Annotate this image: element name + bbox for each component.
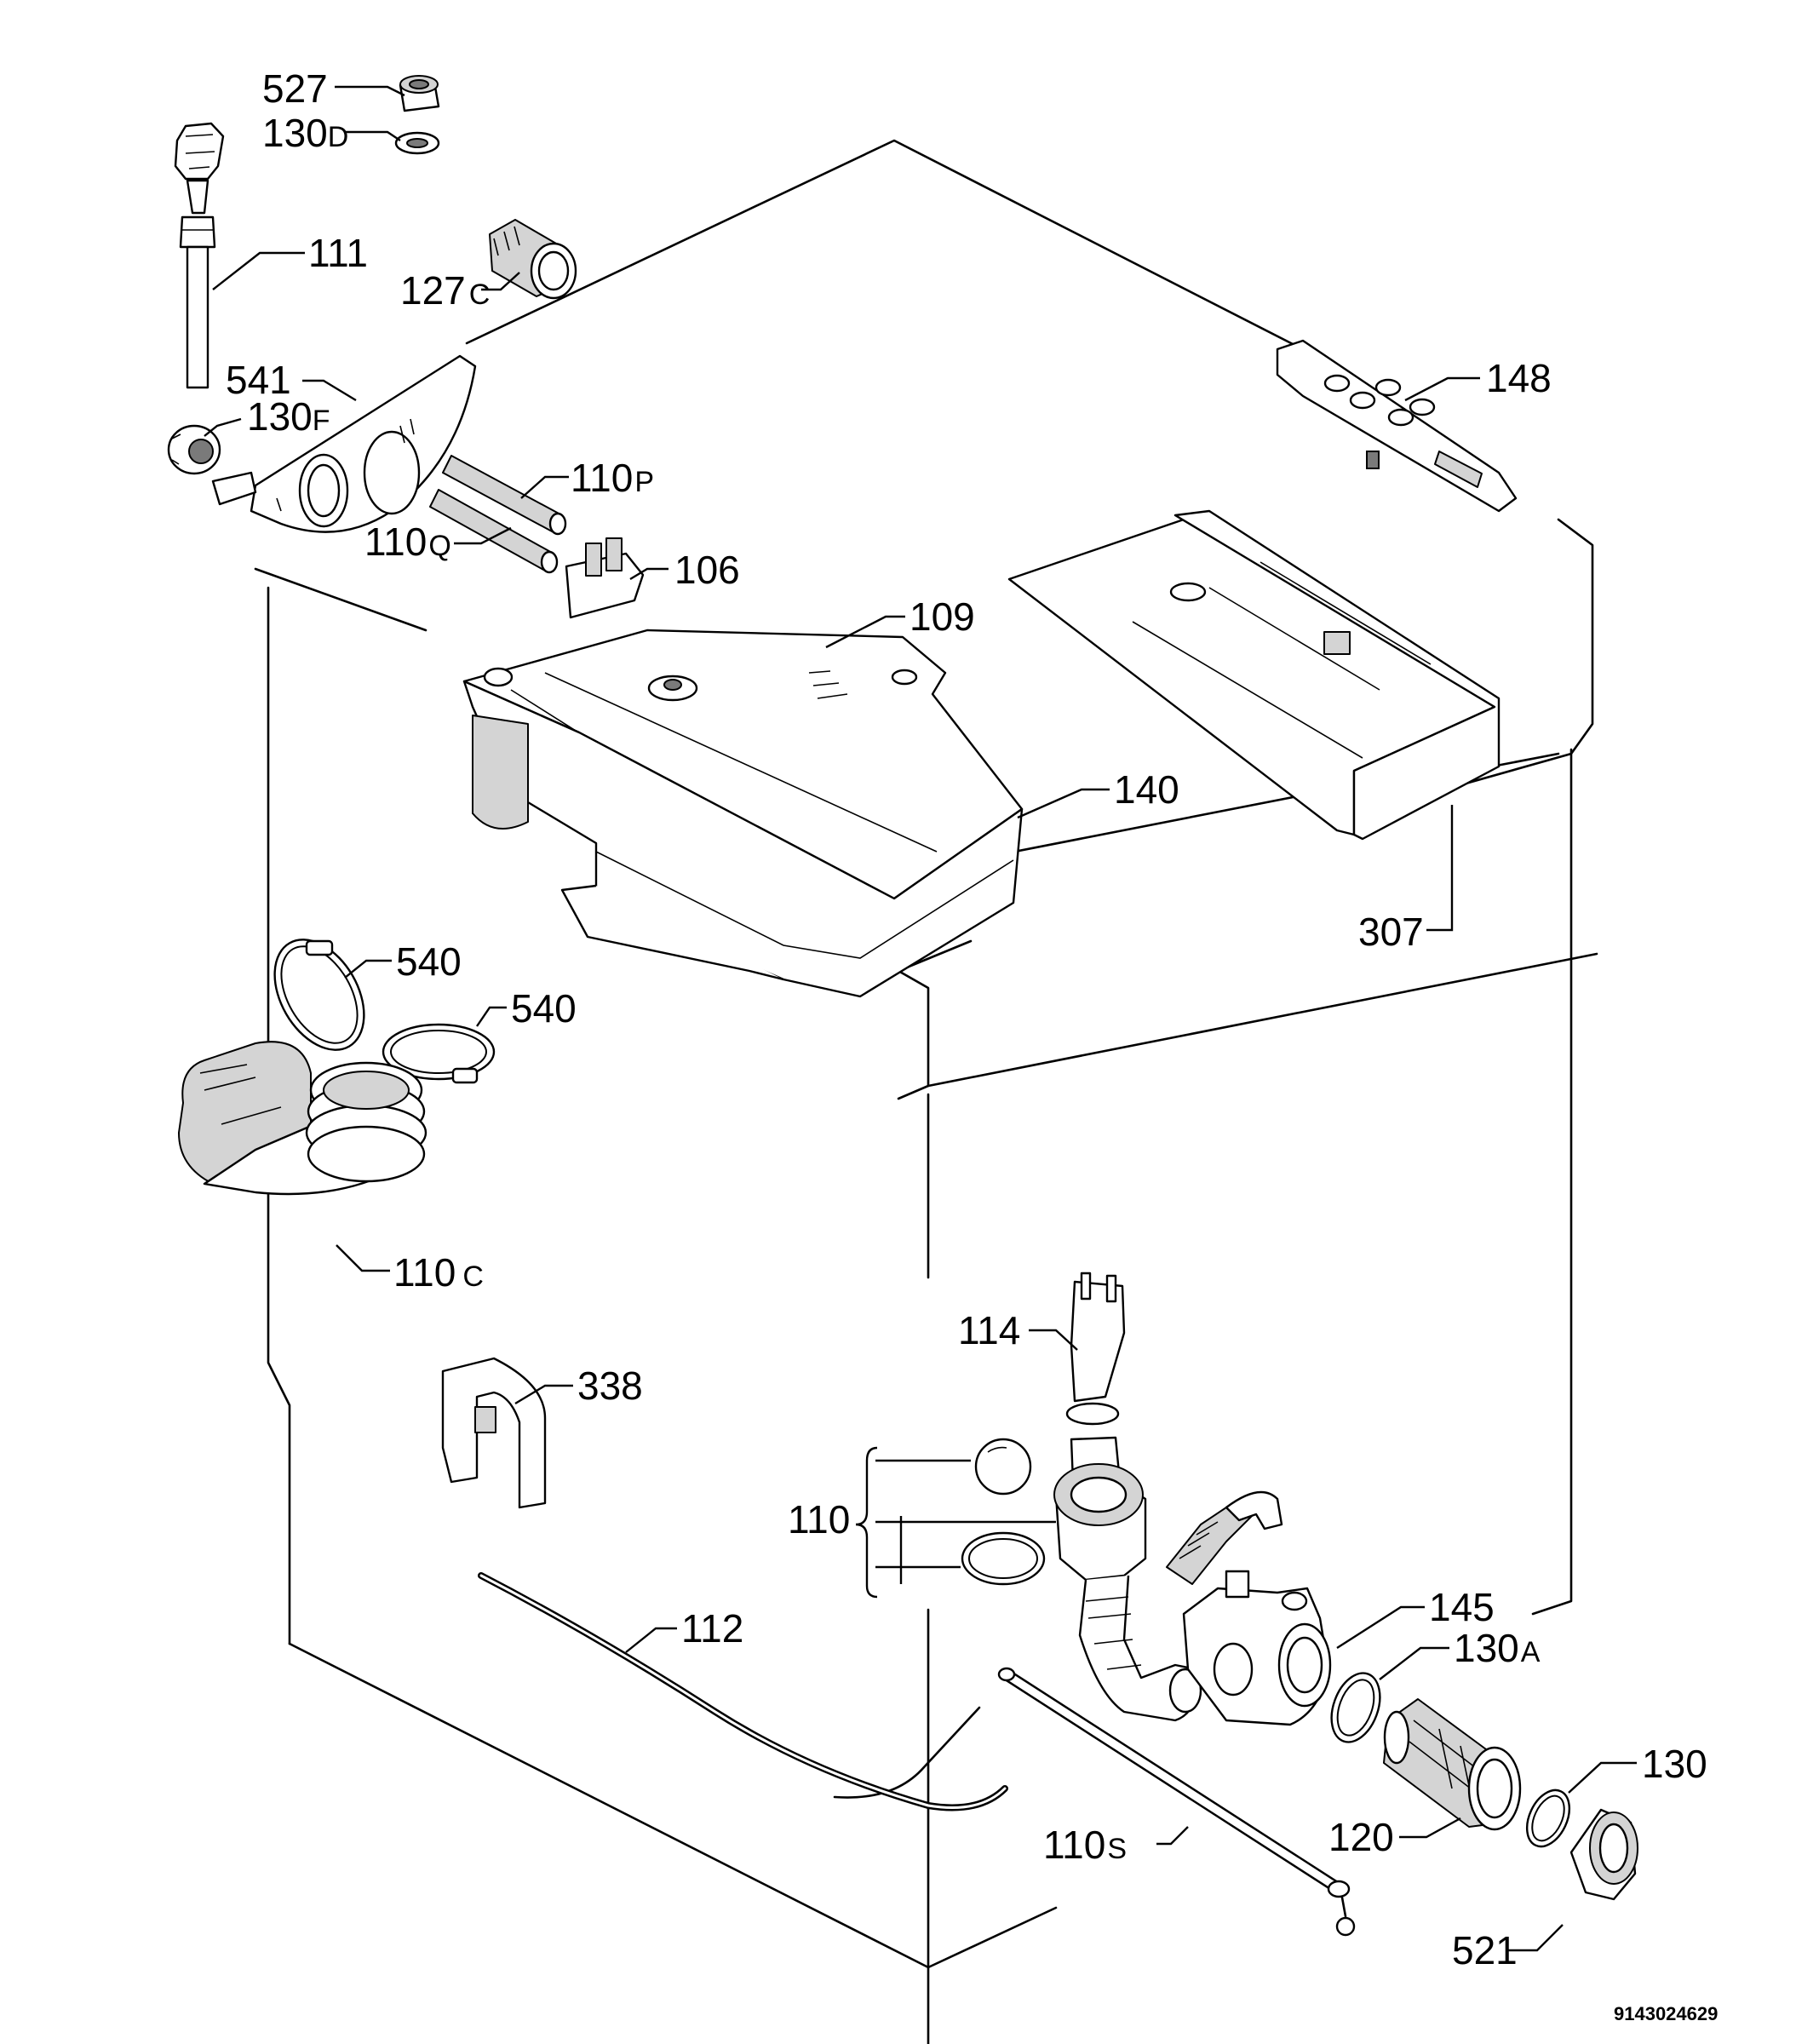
part-110-ball bbox=[974, 1438, 1032, 1496]
label-130: 130 bbox=[1642, 1742, 1707, 1786]
label-110p: 110P bbox=[571, 456, 654, 500]
part-110p-tube bbox=[442, 455, 567, 536]
label-110q: 110Q bbox=[364, 520, 451, 564]
part-106-connector bbox=[565, 537, 645, 619]
part-145-pump-housing bbox=[1182, 1570, 1332, 1726]
label-120: 120 bbox=[1328, 1815, 1394, 1859]
part-112-cable bbox=[478, 1572, 1008, 1811]
label-106: 106 bbox=[674, 548, 740, 592]
part-540-clamp-upper bbox=[273, 939, 365, 1051]
part-521-cap bbox=[1569, 1808, 1638, 1901]
part-130d-washer bbox=[394, 131, 440, 155]
label-521: 521 bbox=[1452, 1928, 1518, 1972]
label-110: 110 bbox=[788, 1497, 850, 1542]
label-338: 338 bbox=[577, 1364, 643, 1408]
part-148-panel bbox=[1276, 339, 1518, 513]
part-114-sensor bbox=[1065, 1272, 1126, 1426]
label-114: 114 bbox=[958, 1308, 1020, 1352]
part-140-housing bbox=[462, 667, 1024, 998]
part-338-clip bbox=[441, 1357, 547, 1509]
part-130a-seal-ring bbox=[1330, 1672, 1381, 1743]
label-130d: 130D bbox=[262, 111, 348, 155]
part-540-clamp-lower bbox=[382, 1023, 496, 1084]
label-111: 111 bbox=[308, 231, 368, 275]
label-130a: 130A bbox=[1454, 1626, 1541, 1670]
label-145: 145 bbox=[1429, 1585, 1495, 1629]
label-109: 109 bbox=[910, 594, 975, 639]
part-110-chamber bbox=[1053, 1436, 1202, 1722]
part-130f-nut bbox=[167, 424, 221, 475]
brace-110 bbox=[855, 1446, 878, 1599]
label-148: 148 bbox=[1486, 356, 1552, 400]
part-120-filter bbox=[1383, 1698, 1522, 1831]
label-130f: 130F bbox=[247, 394, 330, 439]
document-number: 9143024629 bbox=[1614, 2003, 1718, 2024]
part-110-ring bbox=[961, 1531, 1046, 1586]
label-110s: 110S bbox=[1043, 1823, 1127, 1867]
label-112: 112 bbox=[681, 1606, 743, 1651]
part-109-lid bbox=[462, 629, 1024, 900]
label-540-lower: 540 bbox=[511, 986, 577, 1031]
part-307-drawer bbox=[1007, 509, 1501, 841]
part-110s-rod bbox=[997, 1667, 1356, 1937]
label-307: 307 bbox=[1358, 910, 1424, 954]
part-111-inlet-hose bbox=[174, 122, 225, 389]
part-527-cap bbox=[399, 75, 440, 112]
leader-lines bbox=[204, 85, 1637, 1952]
part-110q-tube bbox=[429, 489, 559, 574]
part-pump-hose bbox=[1166, 1490, 1283, 1585]
label-540-upper: 540 bbox=[396, 939, 462, 984]
part-541-bracket bbox=[211, 354, 477, 533]
label-140: 140 bbox=[1114, 767, 1179, 812]
label-541: 541 bbox=[226, 358, 291, 402]
label-527: 527 bbox=[262, 66, 328, 111]
part-110c-bellows bbox=[178, 1041, 427, 1196]
part-130-seal-ring bbox=[1525, 1788, 1571, 1848]
part-127c-valve bbox=[489, 219, 577, 300]
